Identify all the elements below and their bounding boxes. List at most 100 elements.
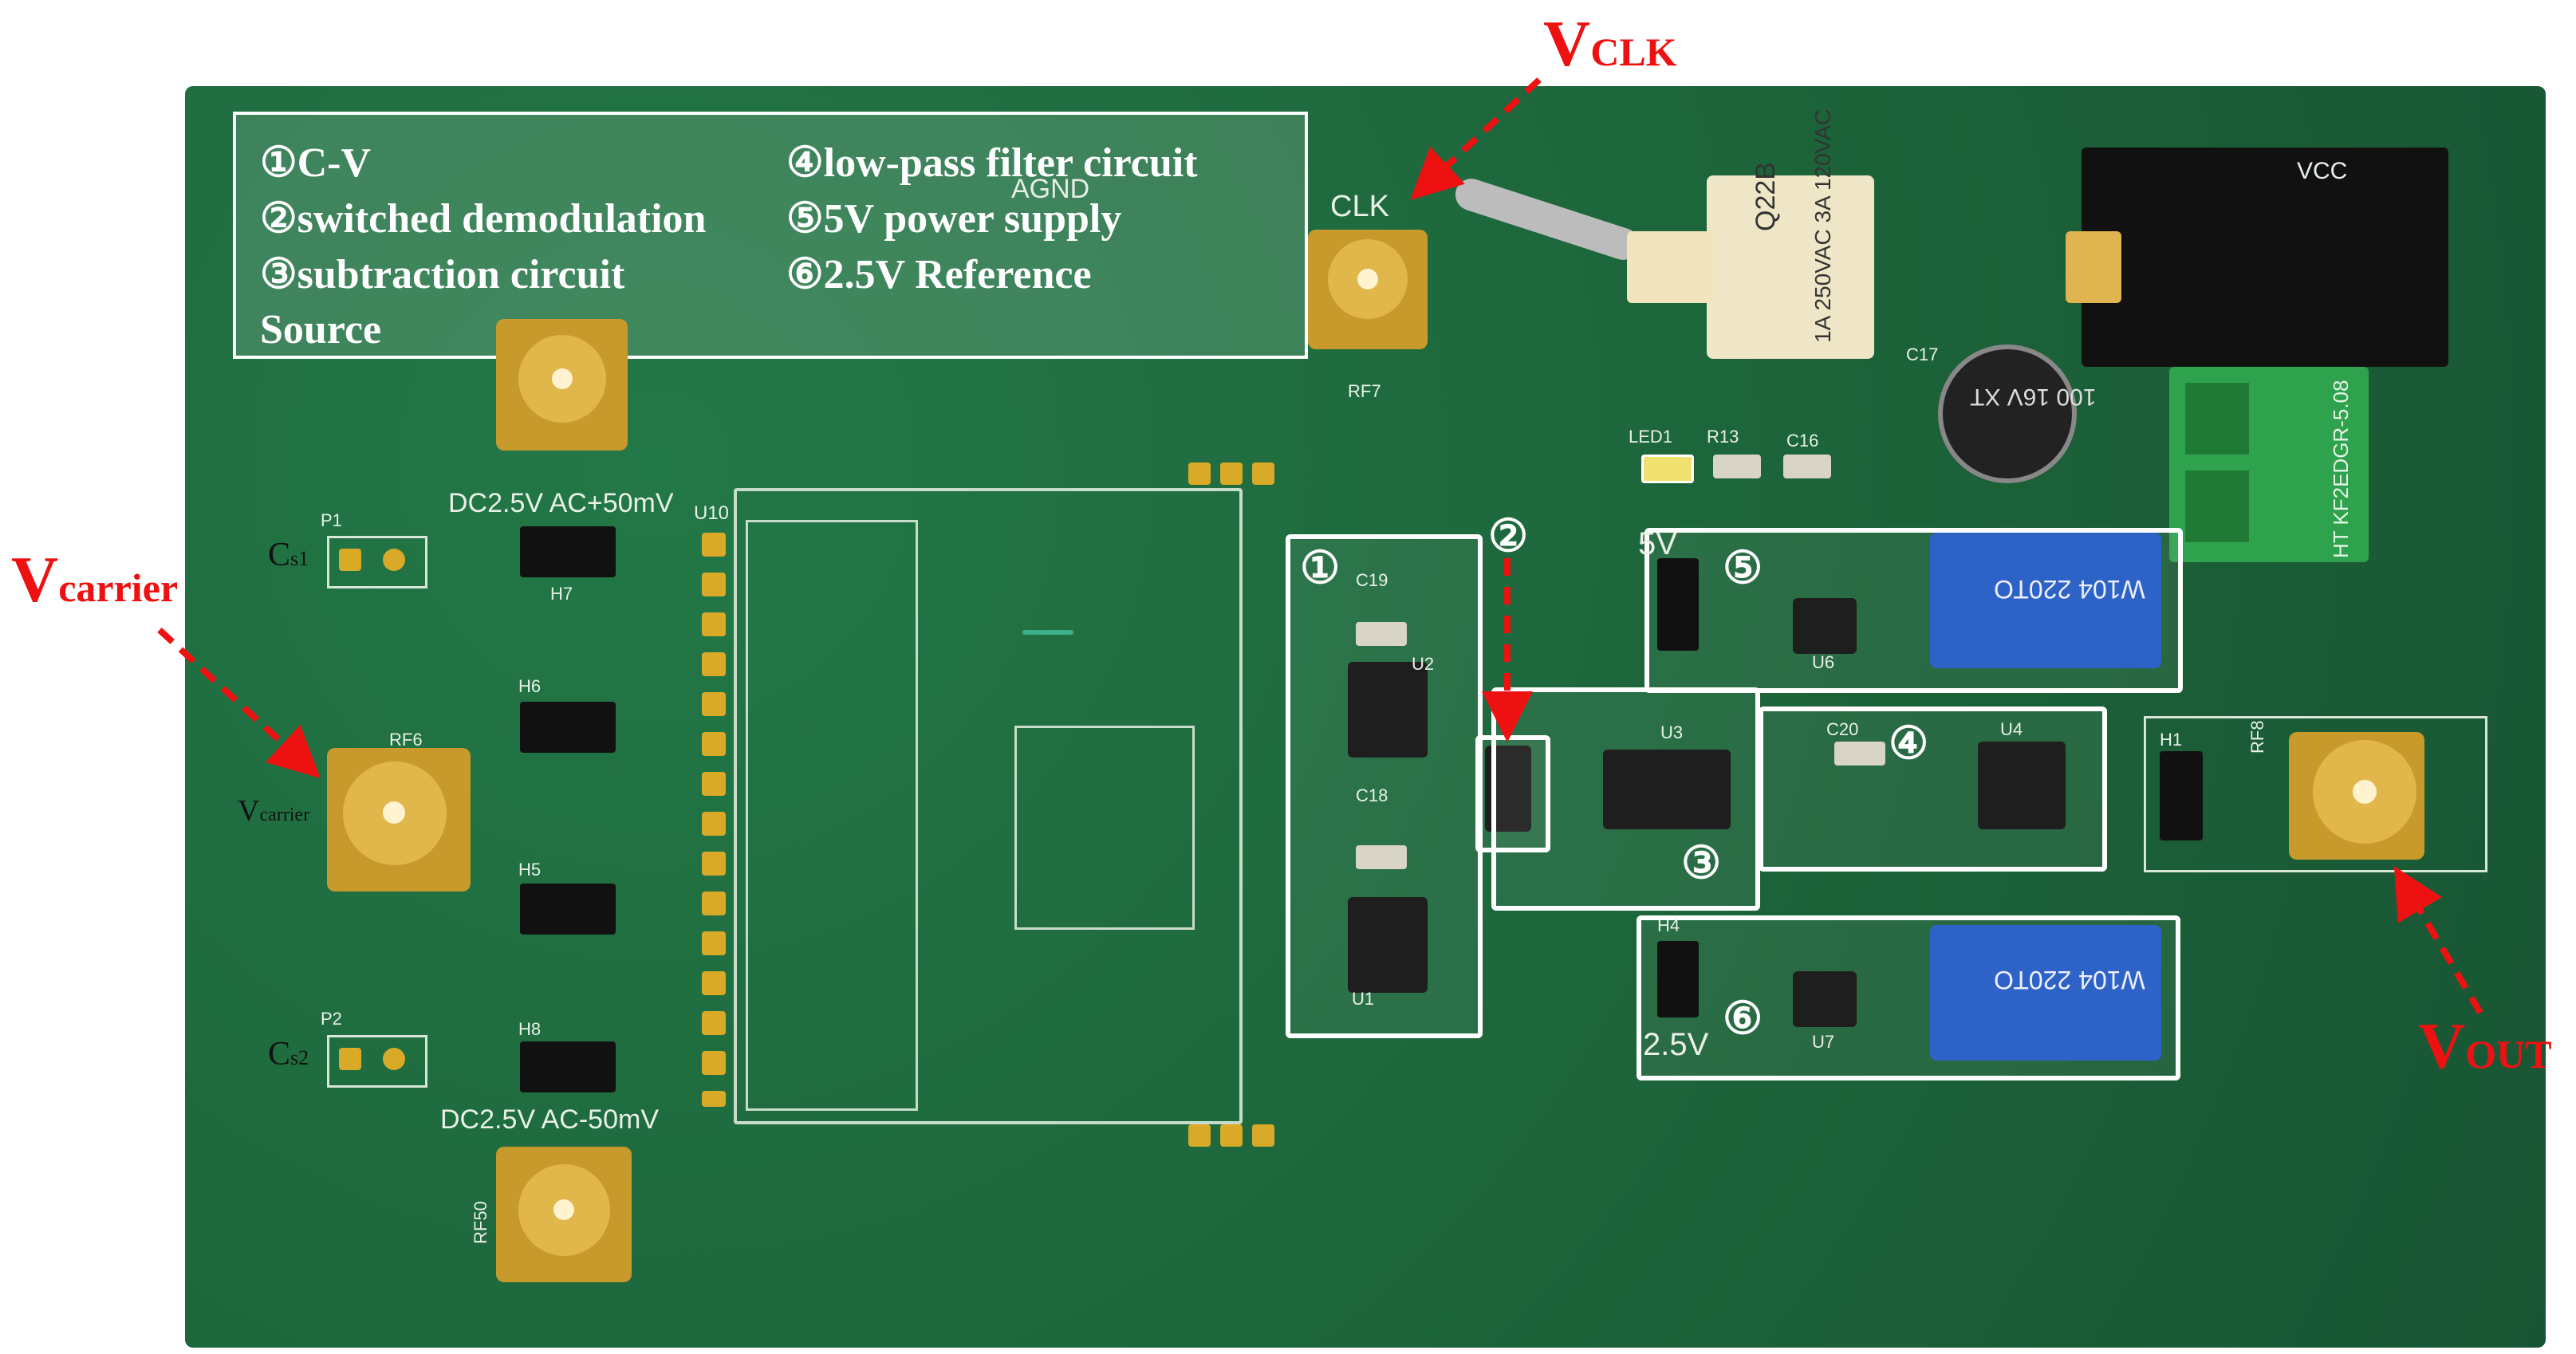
silk-rf50: RF50 <box>471 1201 490 1244</box>
reference-u7 <box>1793 971 1857 1027</box>
sma-pin-top <box>552 368 573 389</box>
opamp-u3 <box>1603 750 1731 829</box>
regulator-u6 <box>1793 598 1857 654</box>
legend-item-2: ②switched demodulation <box>260 196 707 242</box>
silk-u4: U4 <box>2000 719 2023 739</box>
legend-item-3: ③subtraction circuit <box>260 252 625 297</box>
sma-pin-carrier <box>383 801 405 824</box>
potentiometer-2v5 <box>1930 925 2161 1061</box>
label-vout-sub: OUT <box>2465 1032 2552 1077</box>
silk-r13: R13 <box>1707 427 1739 447</box>
led-indicator <box>1641 455 1694 483</box>
silk-p1: P1 <box>321 510 342 530</box>
silk-dc-plus: DC2.5V AC+50mV <box>448 488 674 518</box>
label-cs2: Cs2 <box>268 1035 309 1073</box>
rf-shield-inner-center <box>1014 726 1195 930</box>
opamp-u4 <box>1978 742 2066 829</box>
region-5-number: ⑤ <box>1723 544 1763 593</box>
silk-agnd: AGND <box>1011 174 1090 204</box>
capacitor-c16 <box>1783 455 1831 478</box>
silk-pot-5v: W104 220TO <box>1994 575 2145 604</box>
vout-outline <box>2144 716 2487 872</box>
silk-h4: H4 <box>1657 915 1680 935</box>
region-4-lpf-box <box>1759 707 2107 872</box>
silk-rf6: RF6 <box>389 730 423 750</box>
silk-h8: H8 <box>518 1019 542 1039</box>
label-cs1-main: C <box>268 537 291 573</box>
silk-cap-marking: 100 16V XT <box>1970 384 2097 410</box>
silk-2v5: 2.5V <box>1643 1027 1709 1062</box>
label-vout-main: V <box>2418 1010 2466 1082</box>
rf-shield-trace <box>1022 630 1073 635</box>
header-h4 <box>1657 941 1699 1017</box>
label-vcarrier-main: V <box>11 543 59 616</box>
rf-shield-inner-left <box>746 520 918 1111</box>
sma-pin-clk <box>1357 269 1378 289</box>
opamp-u1 <box>1348 897 1428 993</box>
label-vcarrier-small-main: V <box>238 794 260 828</box>
header-h7 <box>520 526 616 577</box>
potentiometer-5v <box>1930 533 2161 668</box>
silk-rf8: RF8 <box>2247 720 2267 754</box>
region-2-number: ② <box>1488 512 1529 561</box>
silk-u7: U7 <box>1812 1032 1835 1052</box>
u10-pad-column <box>702 533 726 1107</box>
silk-dc-minus: DC2.5V AC-50mV <box>440 1104 659 1135</box>
label-cs1-sub: s1 <box>290 547 309 570</box>
silk-q22b: Q22B <box>1751 162 1781 231</box>
silk-h6: H6 <box>518 676 542 696</box>
legend-item-4: ④low-pass filter circuit <box>786 140 1198 186</box>
silk-u10: U10 <box>694 502 730 524</box>
silk-clk: CLK <box>1330 190 1389 223</box>
sma-pin-bottom <box>553 1199 574 1220</box>
header-h8 <box>520 1041 616 1092</box>
silk-terminal: HT KF2EDGR-5.08 <box>2329 380 2353 558</box>
silk-c18: C18 <box>1356 785 1388 805</box>
header-h1 <box>2160 751 2203 840</box>
silk-switch-rating: 1A 250VAC 3A 120VAC <box>1810 108 1835 343</box>
silk-5v: 5V <box>1638 526 1677 561</box>
silk-c17: C17 <box>1906 344 1939 364</box>
legend-item-1: ①C-V <box>260 140 372 186</box>
label-cs1: Cs1 <box>268 536 309 574</box>
label-vclk-main: V <box>1543 7 1591 80</box>
label-vcarrier-sub: carrier <box>58 565 179 610</box>
silk-vcc: VCC <box>2297 158 2348 184</box>
legend-item-3-cont: Source <box>260 307 382 352</box>
region-1-number: ① <box>1300 544 1341 593</box>
header-h5 <box>520 884 616 935</box>
cs1-pad-round <box>383 549 405 571</box>
dc-power-jack <box>2082 148 2448 367</box>
toggle-switch-body <box>1707 175 1874 359</box>
silk-pot-2v5: W104 220TO <box>1994 966 2145 994</box>
silk-u1: U1 <box>1352 989 1375 1009</box>
opamp-u2 <box>1348 662 1428 758</box>
cs1-pad-square <box>339 549 361 571</box>
toggle-switch-collar <box>1627 231 1715 303</box>
silk-p2: P2 <box>321 1009 342 1029</box>
cs2-pad-outline <box>327 1035 427 1088</box>
cs2-pad-square <box>339 1048 361 1070</box>
cs2-pad-round <box>383 1048 405 1070</box>
silk-u3: U3 <box>1660 722 1684 742</box>
capacitor-c19 <box>1356 622 1407 646</box>
region-6-number: ⑥ <box>1723 994 1763 1044</box>
resistor-r13 <box>1713 455 1761 478</box>
silk-h1: H1 <box>2160 730 2183 750</box>
silk-u2: U2 <box>1412 654 1435 674</box>
u10-pad-row-bottom <box>1188 1124 1284 1156</box>
silk-c16: C16 <box>1786 431 1819 451</box>
terminal-slot-1 <box>2185 383 2249 455</box>
silk-rf7: RF7 <box>1348 381 1381 401</box>
label-vcarrier-small: Vcarrier <box>238 793 309 829</box>
u10-pad-row-top <box>1188 462 1284 494</box>
label-vcarrier: Vcarrier <box>11 542 178 617</box>
silk-h5: H5 <box>518 860 542 880</box>
label-vout: VOUT <box>2418 1009 2552 1084</box>
label-vcarrier-small-sub: carrier <box>259 805 310 825</box>
silk-h7: H7 <box>550 584 573 604</box>
sma-pin-vout <box>2353 780 2377 804</box>
legend-item-5: ⑤5V power supply <box>786 196 1122 242</box>
header-h6 <box>520 702 616 753</box>
electrolytic-capacitor <box>1938 344 2077 483</box>
